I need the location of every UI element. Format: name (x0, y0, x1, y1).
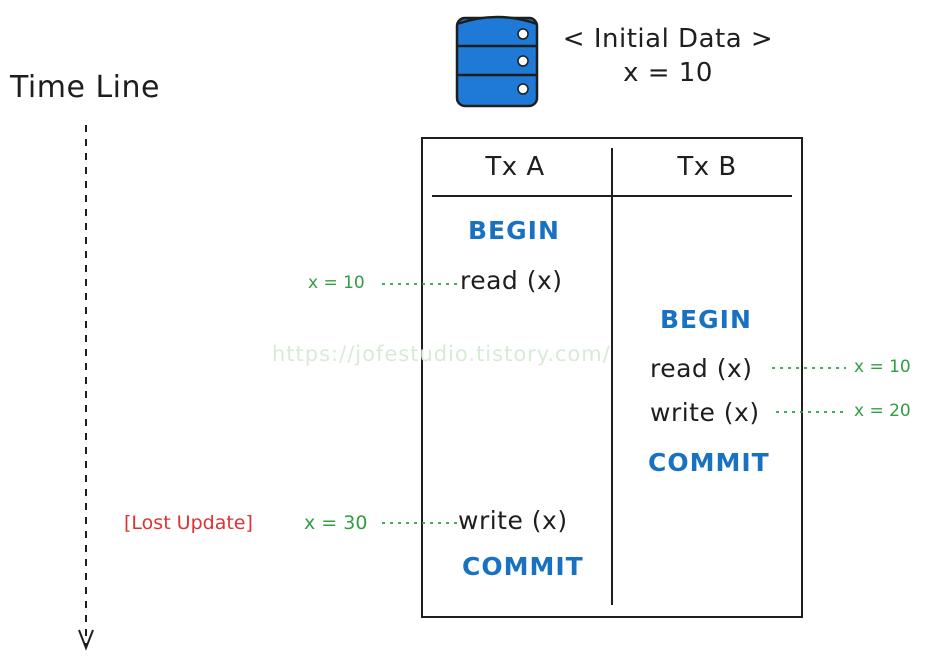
database-icon (455, 15, 539, 108)
annotation-a-read-value: x = 10 (308, 273, 365, 293)
tx-a-begin: BEGIN (468, 216, 560, 245)
column-header-tx-a: Tx A (485, 152, 545, 182)
lost-update-label: [Lost Update] (124, 512, 253, 534)
timeline-arrow (78, 125, 94, 651)
tx-a-write: write (x) (458, 506, 568, 535)
tx-b-write: write (x) (650, 398, 760, 427)
annotation-b-read-value: x = 10 (854, 357, 911, 377)
tx-b-commit: COMMIT (648, 448, 770, 477)
timeline-label: Time Line (10, 70, 160, 105)
tx-b-read: read (x) (650, 354, 753, 383)
column-header-tx-b: Tx B (677, 152, 737, 182)
initial-data-title: < Initial Data > (562, 24, 774, 54)
annotation-a-write-value: x = 30 (304, 512, 368, 534)
tx-b-begin: BEGIN (660, 305, 752, 334)
tx-a-read: read (x) (460, 266, 563, 295)
transaction-table (421, 137, 803, 618)
tx-a-commit: COMMIT (462, 552, 584, 581)
annotation-b-write-value: x = 20 (854, 401, 911, 421)
watermark: https://jofestudio.tistory.com/ (272, 342, 611, 366)
initial-data-value: x = 10 (623, 58, 713, 88)
annotation-connectors (382, 283, 848, 524)
